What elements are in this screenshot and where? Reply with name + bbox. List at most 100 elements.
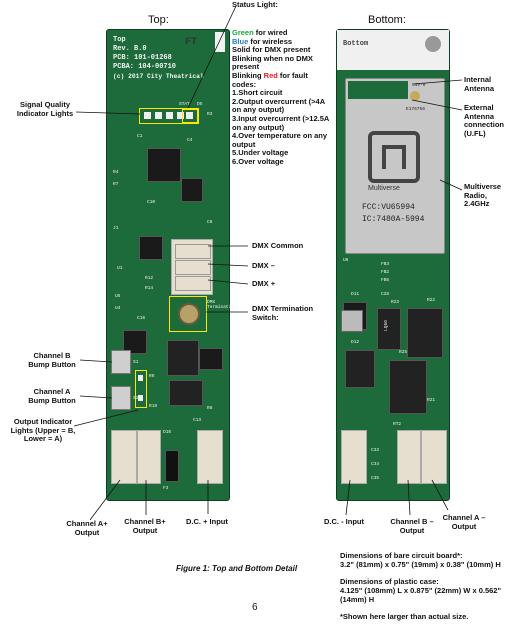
- chip: [181, 178, 203, 202]
- r8-mark: R8: [207, 406, 213, 411]
- u1-mark: U1: [117, 266, 123, 271]
- dmx-plus-line: [207, 279, 249, 285]
- ft-mark: FT: [185, 37, 198, 48]
- c13-mark: C13: [193, 418, 202, 423]
- channel-b-bump-line: [79, 359, 113, 363]
- channel-b-led: [138, 375, 143, 381]
- status-led: [186, 112, 193, 119]
- output-indicator-box: [135, 370, 147, 408]
- r23-mark: R23: [391, 300, 400, 305]
- figure-caption: Figure 1: Top and Bottom Detail: [176, 564, 298, 573]
- ufl-connector: [410, 91, 420, 101]
- bare-board-value: 3.2" (81mm) x 0.75" (19mm) x 0.38" (10mm…: [340, 560, 501, 569]
- signal-quality-led-box: [139, 108, 199, 124]
- red-word: Red: [263, 70, 278, 80]
- dc-minus-input-connector: [341, 430, 367, 484]
- r22-mark: R22: [427, 298, 436, 303]
- blue-rest: for wireless: [248, 36, 293, 46]
- f3-mark: F3: [163, 486, 169, 491]
- c10-mark: C10: [147, 200, 156, 205]
- u8-mark: U8: [343, 258, 349, 263]
- channel-a-led: [138, 395, 143, 401]
- microcontroller-chip: [147, 148, 181, 182]
- mosfet: [407, 308, 443, 358]
- status-light-box: [182, 109, 198, 123]
- c6-mark: C6: [207, 220, 213, 225]
- channel-a-minus-output-label: Channel A – Output: [442, 513, 486, 531]
- blue-word: Blue: [232, 36, 249, 46]
- led: [144, 112, 151, 119]
- case-title: Dimensions of plastic case:: [340, 577, 439, 586]
- status-light-title: Status Light:: [232, 0, 278, 9]
- external-antenna-label: External Antenna connection (U.FL): [464, 103, 505, 138]
- signal-quality-label: Signal Quality Indicator Lights: [16, 100, 74, 118]
- fault-code: 4.Over temperature on any output: [232, 131, 328, 149]
- c28-mark: C28: [381, 292, 390, 297]
- termination-switch[interactable]: [178, 303, 200, 325]
- c16-mark: C16: [137, 316, 146, 321]
- channel-a-plus-line: [89, 479, 121, 521]
- multiverse-logo: [368, 131, 420, 183]
- regulator-ic: LQ50: [377, 308, 401, 350]
- channel-b-minus-output-connector: [397, 430, 421, 484]
- chip: [139, 236, 163, 260]
- internal-antenna-trace: [348, 81, 408, 99]
- radio-ic: IC:7480A-5994: [362, 215, 425, 224]
- u4-mark: U4: [115, 306, 121, 311]
- stat-mark: STAT: [179, 102, 190, 107]
- dmx-connector: [171, 239, 213, 295]
- size-note: *Shown here larger than actual size.: [340, 612, 469, 621]
- r14-mark: R14: [145, 286, 154, 291]
- mounting-hole: [425, 36, 441, 52]
- status-light-description: Green for wired Blue for wireless Solid …: [232, 28, 334, 167]
- dc-plus-input-connector: [197, 430, 223, 484]
- dimensions-block: Dimensions of bare circuit board*: 3.2" …: [340, 551, 516, 621]
- radio-code-mark: E176756: [406, 107, 425, 112]
- dmx-minus-line: [207, 263, 249, 267]
- silk-line: PCB: 101-01268: [113, 54, 172, 62]
- termination-switch-box: [169, 296, 207, 332]
- fault-code: 2.Output overcurrent (>4A on any output): [232, 96, 325, 115]
- silk-line: Rev. B.0: [113, 45, 147, 53]
- rt2-mark: RT2: [393, 422, 402, 427]
- fb5-mark: FB5: [381, 278, 390, 283]
- mosfet: [389, 360, 427, 414]
- r21-mark: R21: [427, 398, 436, 403]
- u5-mark: U5: [115, 294, 121, 299]
- status-green-line: Green for wired: [232, 28, 334, 38]
- channel-b-minus-line: [407, 479, 411, 516]
- channel-a-plus-output-label: Channel A+ Output: [66, 519, 108, 537]
- channel-a-bump-line: [79, 395, 113, 399]
- channel-b-minus-output-label: Channel B – Output: [390, 517, 434, 535]
- dmx-minus-label: DMX –: [252, 261, 275, 270]
- radio-line: [439, 179, 463, 191]
- spacer: [340, 569, 516, 577]
- red-pre: Blinking: [232, 70, 264, 80]
- d11-mark: D11: [351, 292, 360, 297]
- dmx-common-terminal: [175, 244, 211, 259]
- fault-code: 6.Over voltage: [232, 156, 284, 166]
- status-blue-line: Blue for wireless: [232, 36, 334, 47]
- r25-mark: R25: [399, 350, 408, 355]
- dmx-common-label: DMX Common: [252, 241, 304, 250]
- multiverse-radio-label: Multiverse Radio, 2.4GHz: [464, 182, 502, 209]
- channel-a-minus-line: [431, 479, 449, 511]
- j1-mark: J1: [113, 226, 119, 231]
- signal-quality-line: [75, 111, 141, 115]
- mosfet: [169, 380, 203, 406]
- led: [166, 112, 173, 119]
- channel-b-bump-label: Channel B Bump Button: [28, 351, 76, 369]
- external-antenna-line: [411, 99, 463, 111]
- dmx-termination-label: DMX Termination Switch:: [252, 304, 314, 322]
- c35-mark: C35: [371, 476, 380, 481]
- output-indicator-label: Output Indicator Lights (Upper = B, Lowe…: [10, 417, 76, 444]
- radio-fcc: FCC:VU65994: [362, 203, 415, 212]
- status-light-callout: Status Light:: [232, 0, 332, 10]
- silk-line: PCBA: 104-00710: [113, 63, 177, 71]
- board-edge-tab: [215, 32, 225, 52]
- dc-minus-line: [345, 479, 351, 516]
- radio-model-mark: 94V-0: [412, 83, 426, 88]
- usb-connector: [341, 310, 363, 332]
- channel-a-bump-label: Channel A Bump Button: [28, 387, 76, 405]
- green-rest: for wired: [253, 28, 288, 37]
